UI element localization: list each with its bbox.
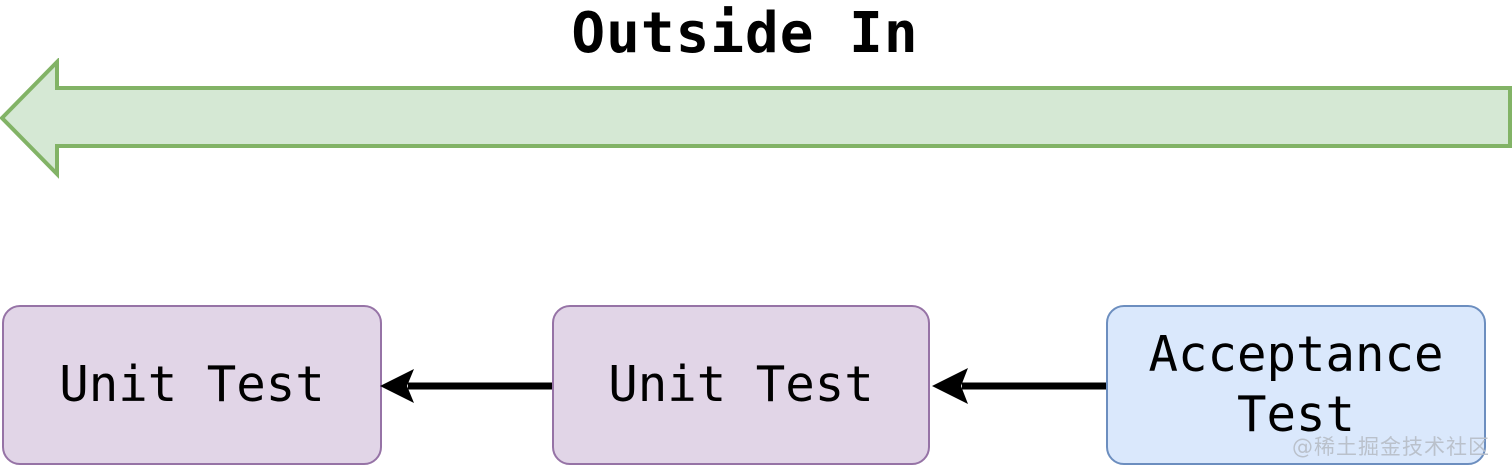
green-arrow-polygon bbox=[0, 58, 1512, 179]
connector-arrow-1-shape bbox=[380, 369, 556, 403]
connector-unit-test-2-to-unit-test-1 bbox=[378, 358, 556, 414]
outside-in-direction-arrow-shape bbox=[0, 58, 1512, 179]
node-unit-test-1-label: Unit Test bbox=[59, 356, 325, 413]
connector-arrow-2-head bbox=[932, 368, 968, 404]
connector-arrow-2-shape bbox=[932, 368, 1110, 404]
connector-arrow-1-head bbox=[380, 369, 414, 403]
node-unit-test-1[interactable]: Unit Test bbox=[2, 305, 382, 465]
connector-acceptance-test-to-unit-test-2 bbox=[928, 358, 1110, 414]
node-unit-test-2[interactable]: Unit Test bbox=[552, 305, 930, 465]
node-acceptance-test-label: Acceptance Test bbox=[1148, 326, 1444, 443]
node-unit-test-2-label: Unit Test bbox=[608, 356, 874, 413]
diagram-title: Outside In bbox=[571, 1, 919, 66]
watermark: @稀土掘金技术社区 bbox=[1292, 435, 1490, 459]
outside-in-direction-arrow bbox=[0, 58, 1512, 180]
